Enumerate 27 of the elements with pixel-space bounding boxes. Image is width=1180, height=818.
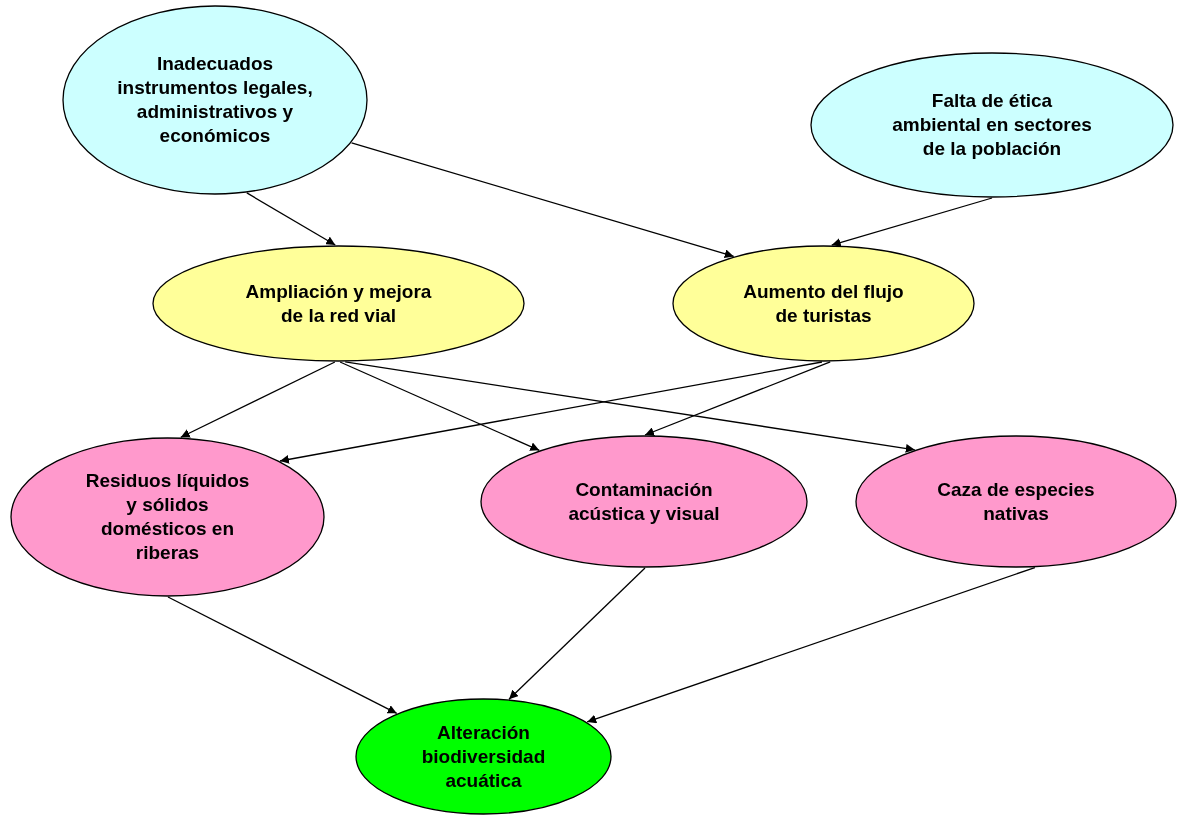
ellipse-node (355, 698, 612, 815)
node-label: Residuos líquidos y sólidos domésticos en riberas (84, 469, 251, 565)
ellipse-node (480, 435, 808, 568)
node-label: Inadecuados instrumentos legales, administrativos y económicos (116, 52, 314, 148)
node-label: Contaminación acústica y visual (567, 477, 721, 526)
arrow (246, 192, 336, 246)
ellipse-node (152, 245, 525, 362)
ellipse-node (672, 245, 975, 362)
ellipse-node (855, 435, 1177, 568)
node-label: Caza de especies nativas (936, 477, 1096, 526)
arrow (508, 567, 646, 700)
node-label: Ampliación y mejora de la red vial (244, 279, 433, 328)
arrow (644, 361, 831, 436)
arrow (344, 361, 916, 453)
ellipse-node (10, 437, 325, 597)
arrow (831, 197, 993, 247)
arrow (586, 566, 1036, 724)
node-label: Falta de ética ambiental en sectores de la población (891, 89, 1093, 161)
arrow (350, 142, 735, 259)
arrow (279, 361, 823, 464)
node-label: Alteración biodiversidad acuática (420, 720, 547, 793)
node-label: Aumento del flujo de turistas (742, 279, 905, 328)
ellipse-node (810, 52, 1174, 198)
ellipse-node (62, 5, 368, 195)
arrow (167, 596, 398, 714)
arrow (339, 361, 540, 451)
arrow (180, 361, 336, 438)
